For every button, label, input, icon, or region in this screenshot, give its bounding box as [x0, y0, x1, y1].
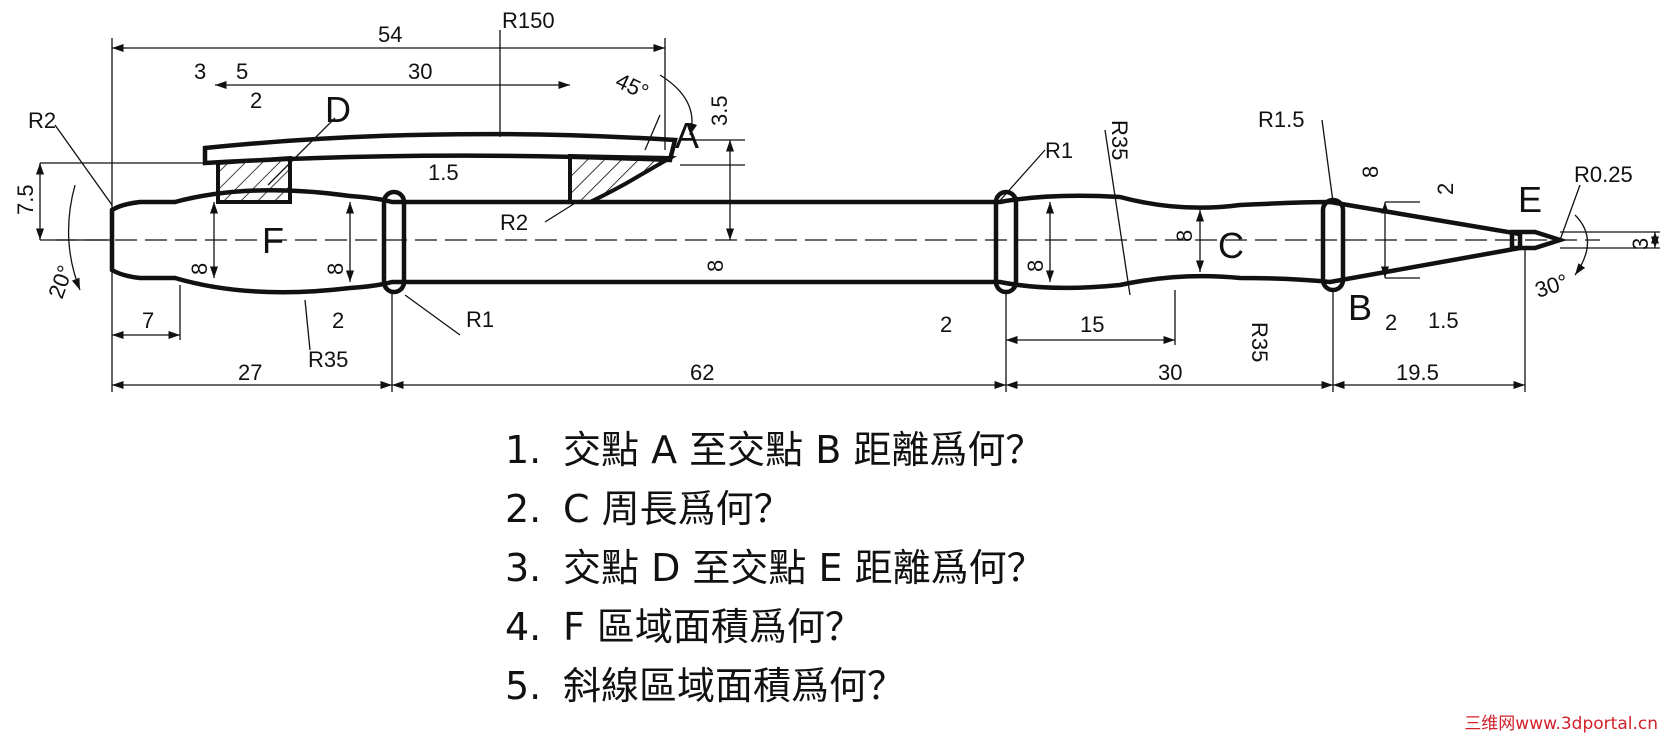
pen-tip [1509, 229, 1568, 251]
pen-clip [202, 131, 678, 204]
question-list: 1. 交點 A 至交點 B 距離爲何？ 2. C 周長爲何？ 3. 交點 D 至交點 … [505, 421, 1045, 716]
dim-62: 62 [690, 360, 714, 385]
watermark: 三维网www.3dportal.cn [1464, 714, 1658, 734]
point-label-b: B [1348, 287, 1372, 328]
radius-r1-bl: R1 [466, 307, 494, 332]
dim-54: 54 [378, 22, 402, 47]
radius-r2-left: R2 [28, 108, 56, 133]
dim-8-f: 8 [1358, 166, 1383, 178]
dim-3-right: 3 [1628, 238, 1653, 250]
question-number: 3. [505, 546, 542, 590]
dim-2-br: 2 [940, 312, 952, 337]
question-4: 4. F 區域面積爲何？ [505, 598, 1045, 657]
question-1: 1. 交點 A 至交點 B 距離爲何？ [505, 421, 1045, 480]
clip-hatch-right [568, 153, 678, 204]
dim-30-top: 30 [408, 59, 432, 84]
point-label-e: E [1518, 179, 1542, 220]
radius-r1-top: R1 [1045, 138, 1073, 163]
pen-technical-drawing: A B C D E F 54 3 5 30 2 R150 45° 3.5 1.5… [13, 8, 1660, 392]
dim-5: 5 [236, 59, 248, 84]
radius-r35-top: R35 [1107, 120, 1132, 160]
dim-r150: R150 [502, 8, 555, 33]
question-text: 斜線區域面積爲何？ [563, 664, 906, 708]
angle-30: 30° [1532, 269, 1571, 303]
dim-2-bl: 2 [332, 308, 344, 333]
groove-mid [993, 189, 1019, 295]
clip-hatch-left [216, 155, 292, 204]
radius-r2-mid: R2 [500, 210, 528, 235]
dim-30-bottom: 30 [1158, 360, 1182, 385]
dim-8-c: 8 [703, 260, 728, 272]
radius-r0-25: R0.25 [1574, 162, 1633, 187]
dim-15: 15 [1080, 312, 1104, 337]
point-label-a: A [675, 115, 699, 156]
point-label-f: F [262, 220, 284, 261]
question-3: 3. 交點 D 至交點 E 距離爲何？ [505, 539, 1045, 598]
dim-1-5: 1.5 [428, 160, 459, 185]
dim-7: 7 [142, 308, 154, 333]
dim-8-d: 8 [1023, 260, 1048, 272]
pen-body [109, 187, 1568, 295]
question-2: 2. C 周長爲何？ [505, 480, 1045, 539]
question-text: 交點 D 至交點 E 距離爲何？ [563, 546, 1045, 590]
groove-right [1320, 197, 1346, 293]
question-5: 5. 斜線區域面積爲何？ [505, 657, 1045, 716]
question-number: 5. [505, 664, 542, 708]
question-text: C 周長爲何？ [563, 487, 792, 531]
dim-7-5: 7.5 [13, 184, 38, 215]
question-number: 1. [505, 428, 542, 472]
dim-2-right: 2 [1433, 183, 1458, 195]
point-label-d: D [325, 89, 351, 130]
question-number: 2. [505, 487, 542, 531]
dim-3-5: 3.5 [707, 95, 732, 126]
radius-r35-br: R35 [1247, 322, 1272, 362]
question-number: 4. [505, 605, 542, 649]
dim-8-a: 8 [187, 263, 212, 275]
dim-2-br2: 2 [1385, 310, 1397, 335]
dim-27: 27 [238, 360, 262, 385]
dim-8-b: 8 [323, 263, 348, 275]
groove-left [381, 189, 407, 295]
dim-3: 3 [194, 59, 206, 84]
radius-r1-5: R1.5 [1258, 107, 1304, 132]
dim-2-top: 2 [250, 88, 262, 113]
angle-45: 45° [612, 68, 653, 105]
radius-r35-bl: R35 [308, 347, 348, 372]
question-text: 交點 A 至交點 B 距離爲何？ [563, 428, 1044, 472]
dim-19-5: 19.5 [1396, 360, 1439, 385]
dim-8-e: 8 [1172, 230, 1197, 242]
point-label-c: C [1218, 225, 1244, 266]
dim-1-5-bottom: 1.5 [1428, 308, 1459, 333]
question-text: F 區域面積爲何？ [563, 605, 863, 649]
